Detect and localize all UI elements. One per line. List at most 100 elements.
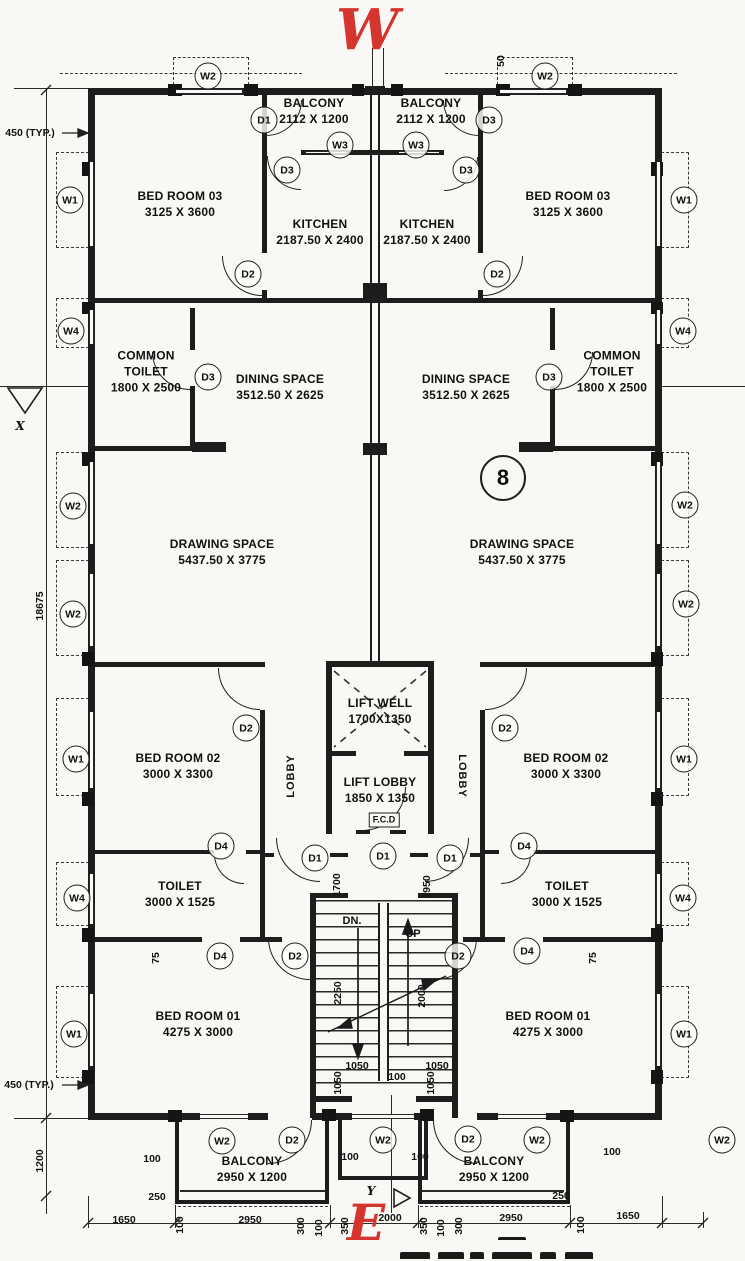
dimension-text: 1200 [34,1149,46,1173]
window-opening [306,151,346,154]
lift-well-cross [333,670,427,748]
wall-segment [325,1120,329,1204]
window-opening [656,712,661,788]
marker-w2: W2 [671,491,699,519]
marker-w2: W2 [59,600,87,628]
wall-segment [190,386,195,450]
marker-d2: D2 [234,260,262,288]
window-opening [89,994,94,1066]
window-opening [352,1114,414,1119]
dimension-text: 1050 [332,1071,344,1095]
dimension-text: 250 [552,1190,570,1202]
dimension-text: 75 [150,952,162,964]
wall-segment [428,756,434,834]
wall-segment [390,830,406,834]
clipped-caption-fragment [492,1252,532,1259]
dimension-text: 300 [295,1217,307,1235]
clipped-caption-fragment [438,1252,464,1259]
label-section-x: X [15,419,25,433]
dimension-text: 1650 [112,1214,136,1226]
dimension-text: 350 [418,1217,430,1235]
wall-segment [470,853,485,857]
marker-w1: W1 [62,745,90,773]
wall-pillar [391,84,403,96]
marker-d2: D2 [278,1126,306,1154]
wall-segment [88,662,265,667]
dimension-line [383,48,384,88]
window-opening [89,310,94,344]
marker-d3: D3 [535,363,563,391]
marker-d3: D3 [194,363,222,391]
wall-pillar [82,928,94,942]
dashed-line [178,1206,328,1207]
dimension-text: 1650 [616,1210,640,1222]
label-stairs-down: DN. [342,915,362,927]
dimension-text: 300 [453,1217,465,1235]
window-opening [89,462,94,544]
marker-w2: W2 [208,1127,236,1155]
label-lobby-left: LOBBY [285,754,297,798]
wall-segment [356,830,370,834]
window-opening [89,162,94,246]
wall-segment [326,751,356,756]
dashed-line [60,73,302,74]
dimension-text: 450 (TYP.) [5,127,55,139]
wall-pillar [82,792,94,806]
wall-segment [175,1200,329,1204]
wall-segment [550,308,555,350]
wall-segment [480,662,657,667]
wall-segment [310,1096,352,1102]
window-opening [656,574,661,646]
dimension-text: 2950 [499,1212,523,1224]
dimension-text: 100 [313,1219,325,1237]
dimension-line [88,1223,704,1224]
marker-d4: D4 [513,937,541,965]
wall-pillar [420,1109,434,1121]
marker-d1: D1 [436,844,464,872]
dimension-text: 250 [148,1191,166,1203]
marker-w1: W1 [670,745,698,773]
wall-pillar [244,84,258,96]
wall-segment [88,298,375,303]
wall-pillar [82,652,94,666]
dimension-line [570,1205,571,1228]
wall-segment [480,857,485,937]
wall-segment [478,290,483,303]
stair-up-arrow [401,917,415,1046]
marker-w4: W4 [669,317,697,345]
clipped-caption-fragment [540,1252,556,1259]
clipped-caption-fragment [470,1252,484,1259]
marker-w2: W2 [708,1126,736,1154]
label-lobby-right: LOBBY [456,754,468,798]
wall-segment [533,850,659,854]
marker-d2: D2 [281,942,309,970]
marker-w4: W4 [669,884,697,912]
wall-pillar [322,1109,336,1121]
label-fire-check-door: F.C.D [368,812,400,828]
marker-w2: W2 [369,1126,397,1154]
wall-segment [463,937,505,942]
wall-segment [248,1113,268,1120]
wall-segment [543,937,657,942]
dimension-text: 1050 [345,1060,369,1072]
marker-w2: W2 [59,492,87,520]
wall-segment [370,95,372,665]
marker-d2: D2 [491,714,519,742]
wall-segment [192,442,226,452]
wall-segment [246,850,265,854]
dimension-text: 2950 [238,1214,262,1226]
marker-d3: D3 [475,106,503,134]
dashed-line [420,1206,570,1207]
dimension-line [330,1205,331,1228]
wall-segment [424,1120,428,1180]
wall-segment [546,1113,662,1120]
clipped-caption-fragment [565,1252,593,1259]
